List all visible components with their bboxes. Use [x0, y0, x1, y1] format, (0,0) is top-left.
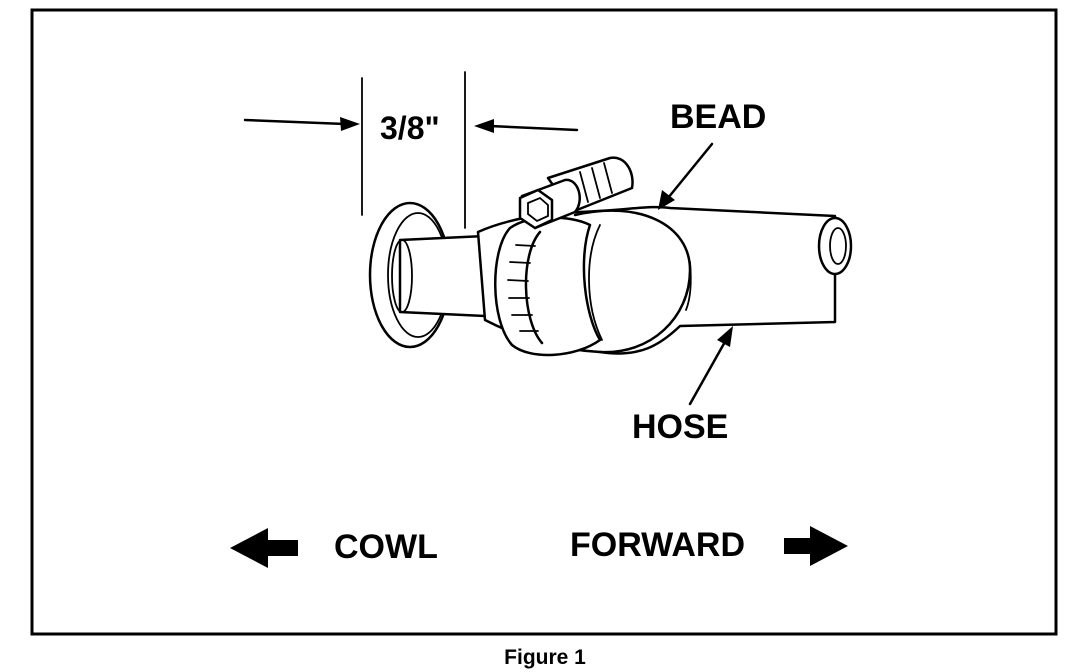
- pipe-stub-end: [391, 239, 413, 313]
- figure-border: [30, 8, 1058, 636]
- dimension-arrow-right: [474, 119, 579, 133]
- dimension-arrow-left: [243, 117, 360, 131]
- dimension-label: 3/8": [380, 110, 440, 146]
- arrow-right-icon: [784, 526, 848, 566]
- bead-label: BEAD: [670, 98, 766, 136]
- arrow-left-icon: [230, 528, 298, 568]
- forward-label: FORWARD: [570, 526, 745, 564]
- figure-caption: Figure 1: [504, 646, 586, 669]
- hose-label: HOSE: [632, 408, 728, 446]
- hose-clamp-band: [494, 216, 602, 357]
- bead-leader-arrow: [658, 142, 714, 210]
- hose-leader-arrow: [688, 326, 733, 406]
- cowl-label: COWL: [334, 528, 438, 566]
